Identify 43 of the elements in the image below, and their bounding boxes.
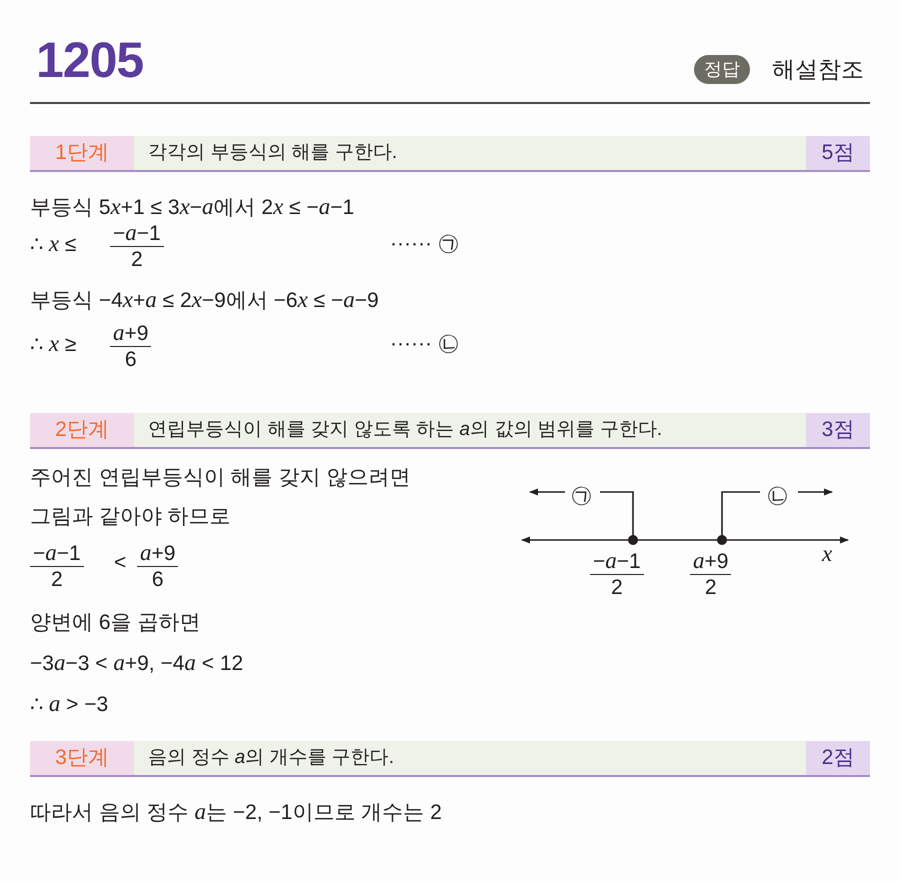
fraction-numerator: a+9 <box>110 320 152 347</box>
fraction-denominator: 2 <box>704 575 718 600</box>
marker-label: ㉡ <box>767 483 788 509</box>
math-line: 부등식 5x+1 ≤ 3x−a에서 2x ≤ −a−1 <box>30 194 354 221</box>
fraction-denominator: 2 <box>610 575 624 600</box>
step-score: 3점 <box>806 413 870 447</box>
fraction-denominator: 6 <box>124 347 138 372</box>
math-line: ∴ x ≤ <box>30 231 76 258</box>
fraction-numerator: a+9 <box>690 548 732 575</box>
math-line: 주어진 연립부등식이 해를 갖지 않으려면 <box>30 465 410 491</box>
step-label: 3단계 <box>30 741 134 775</box>
axis-label: x <box>822 541 832 568</box>
math-line: ∴ x ≥ <box>30 331 76 358</box>
math-line: 양변에 6을 곱하면 <box>30 610 200 636</box>
step-heading: 각각의 부등식의 해를 구한다. <box>148 141 398 165</box>
step-heading: 연립부등식이 해를 갖지 않도록 하는 a의 값의 범위를 구한다. <box>148 418 662 442</box>
math-line: 따라서 음의 정수 a는 −2, −1이므로 개수는 2 <box>30 799 442 826</box>
step-header-bar <box>30 413 870 449</box>
answer-badge: 정답 <box>694 55 750 84</box>
fraction-numerator: a+9 <box>137 540 178 567</box>
fraction-denominator: 2 <box>130 247 144 272</box>
step-heading: 음의 정수 a의 개수를 구한다. <box>148 746 394 770</box>
step-label: 1단계 <box>30 136 134 170</box>
step-score: 5점 <box>806 136 870 170</box>
step-header-bar <box>30 136 870 172</box>
fraction-denominator: 2 <box>50 567 64 592</box>
marker-label: ㉠ <box>571 483 592 509</box>
math-line: 그림과 같아야 하므로 <box>30 504 231 530</box>
math-line: −3a−3 < a+9, −4a < 12 <box>30 650 244 677</box>
math-line: ∴ a > −3 <box>30 691 108 718</box>
fraction-numerator: −a−1 <box>30 540 84 567</box>
fraction-denominator: 6 <box>150 567 165 592</box>
inequality-sign: < <box>114 550 126 576</box>
fraction-numerator: −a−1 <box>590 548 644 575</box>
fraction-numerator: −a−1 <box>110 220 164 247</box>
reference-mark: ······ ㉠ <box>390 231 459 257</box>
answer-note: 해설참조 <box>772 56 864 82</box>
step-label: 2단계 <box>30 413 134 447</box>
reference-mark: ······ ㉡ <box>390 331 459 357</box>
step-header-bar <box>30 741 870 777</box>
title: 1205 <box>36 31 144 90</box>
math-line: 부등식 −4x+a ≤ 2x−9에서 −6x ≤ −a−9 <box>30 287 379 314</box>
step-score: 2점 <box>806 741 870 775</box>
